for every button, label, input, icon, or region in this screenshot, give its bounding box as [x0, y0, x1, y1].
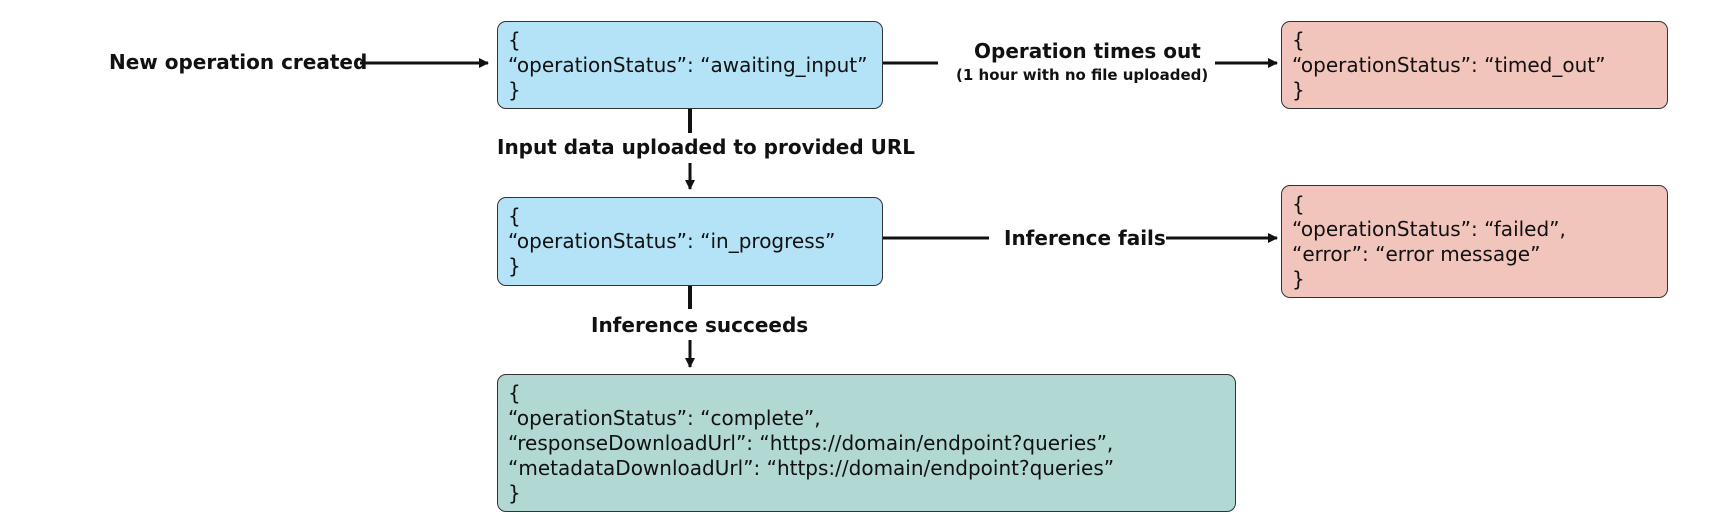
error-line: “error”: “error message” [1292, 242, 1541, 266]
status-line: “operationStatus”: “in_progress” [508, 229, 836, 253]
response-url-line: “responseDownloadUrl”: “https://domain/e… [508, 431, 1114, 455]
brace-close: } [508, 78, 521, 102]
state-complete: { “operationStatus”: “complete”, “respon… [497, 374, 1236, 512]
state-failed: { “operationStatus”: “failed”, “error”: … [1281, 185, 1668, 298]
fail-label: Inference fails [1004, 226, 1166, 250]
state-timed-out: { “operationStatus”: “timed_out” } [1281, 21, 1668, 109]
status-line: “operationStatus”: “timed_out” [1292, 53, 1606, 77]
status-line: “operationStatus”: “complete”, [508, 406, 821, 430]
brace-open: { [508, 381, 521, 405]
start-label: New operation created [109, 50, 368, 74]
status-line: “operationStatus”: “failed”, [1292, 217, 1566, 241]
brace-close: } [1292, 78, 1305, 102]
upload-label: Input data uploaded to provided URL [497, 135, 916, 159]
brace-open: { [508, 204, 521, 228]
status-line: “operationStatus”: “awaiting_input” [508, 53, 868, 77]
success-label: Inference succeeds [591, 313, 809, 337]
brace-open: { [1292, 28, 1305, 52]
state-in-progress: { “operationStatus”: “in_progress” } [497, 197, 883, 286]
brace-open: { [508, 28, 521, 52]
timeout-sublabel: (1 hour with no file uploaded) [956, 66, 1209, 84]
metadata-url-line: “metadataDownloadUrl”: “https://domain/e… [508, 456, 1115, 480]
brace-open: { [1292, 192, 1305, 216]
timeout-label: Operation times out [974, 39, 1201, 63]
brace-close: } [1292, 267, 1305, 291]
state-awaiting-input: { “operationStatus”: “awaiting_input” } [497, 21, 883, 109]
brace-close: } [508, 481, 521, 505]
brace-close: } [508, 254, 521, 278]
